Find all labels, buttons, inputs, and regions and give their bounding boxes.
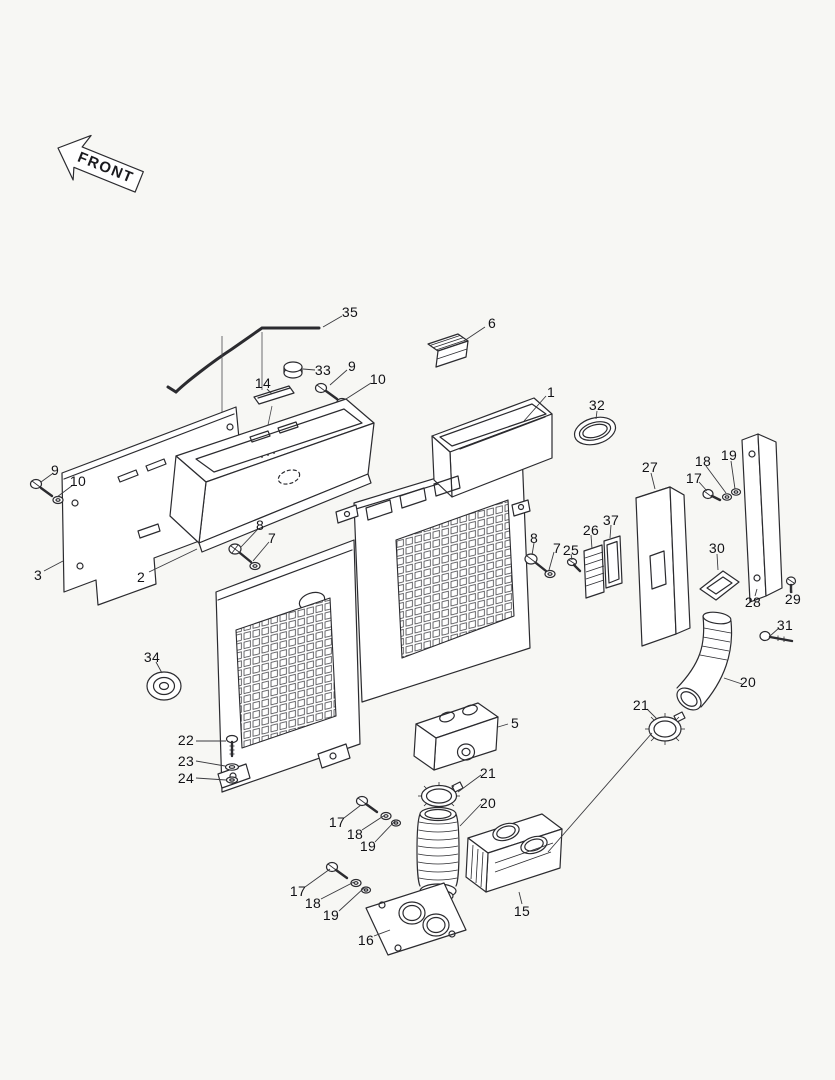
part-callout-17: 17 (328, 814, 346, 830)
fasteners-22-23-24 (224, 734, 240, 784)
part-callout-3: 3 (33, 567, 43, 583)
part-callout-21: 21 (479, 765, 497, 781)
part-21-clamp-center (418, 781, 464, 810)
part-callout-32: 32 (588, 397, 606, 413)
part-callout-6: 6 (487, 315, 497, 331)
part-callout-28: 28 (744, 594, 762, 610)
part-callout-19: 19 (322, 907, 340, 923)
part-callout-10: 10 (69, 473, 87, 489)
part-callout-5: 5 (510, 715, 520, 731)
part-callout-10: 10 (369, 371, 387, 387)
bolt-8-left (228, 543, 253, 564)
bolt-9-top (314, 382, 339, 401)
part-callout-1: 1 (546, 384, 556, 400)
part-1-duct-box (431, 397, 553, 498)
bolt-8-center (524, 553, 548, 573)
part-6-grille (427, 333, 469, 368)
part-15-duct (465, 813, 563, 893)
part-callout-17: 17 (289, 883, 307, 899)
part-callout-30: 30 (708, 540, 726, 556)
front-arrow: FRONT (57, 134, 144, 193)
part-callout-7: 7 (267, 530, 277, 546)
leader-lines (40, 315, 793, 937)
part-34-grommet (146, 671, 182, 701)
part-callout-14: 14 (254, 375, 272, 391)
part-callout-15: 15 (513, 903, 531, 919)
part-callout-19: 19 (359, 838, 377, 854)
part-callout-33: 33 (314, 362, 332, 378)
part-callout-9: 9 (347, 358, 357, 374)
part-callout-2: 2 (136, 569, 146, 585)
washer-7-center (544, 569, 556, 579)
part-callout-8: 8 (529, 530, 539, 546)
part-35-rod (166, 326, 321, 394)
part-5-bracket (413, 702, 499, 771)
part-16-plate (365, 882, 467, 956)
part-callout-35: 35 (341, 304, 359, 320)
part-callout-22: 22 (177, 732, 195, 748)
washer-10-left (52, 495, 64, 505)
part-callout-7: 7 (552, 540, 562, 556)
part-callout-18: 18 (694, 453, 712, 469)
part-callout-18: 18 (346, 826, 364, 842)
part-callout-20: 20 (479, 795, 497, 811)
part-callout-24: 24 (177, 770, 195, 786)
part-33-cap (283, 361, 303, 379)
part-callout-23: 23 (177, 753, 195, 769)
part-callout-20: 20 (739, 674, 757, 690)
part-27-cover (635, 486, 691, 647)
part-callout-27: 27 (641, 459, 659, 475)
part-callout-18: 18 (304, 895, 322, 911)
part-37-seal (603, 535, 623, 589)
main-frame (215, 451, 531, 793)
part-26-grille (583, 544, 605, 599)
bolt-31 (759, 630, 794, 643)
part-callout-26: 26 (582, 522, 600, 538)
part-21-clamp-right (645, 711, 686, 745)
part-14-strip (253, 385, 295, 405)
washer-7-left (249, 561, 261, 571)
frame-vent-holes (365, 475, 531, 521)
part-20-elbow-hose (676, 611, 733, 711)
part-callout-19: 19 (720, 447, 738, 463)
part-callout-31: 31 (776, 617, 794, 633)
bolt-29 (785, 576, 797, 594)
part-32-grommet (573, 416, 617, 446)
part-2-tray (169, 398, 375, 553)
part-callout-21: 21 (632, 697, 650, 713)
front-label: FRONT (75, 149, 136, 187)
part-callout-8: 8 (255, 517, 265, 533)
fasteners-17-18-19-right (702, 488, 742, 502)
part-callout-29: 29 (784, 591, 802, 607)
part-30-seal (699, 570, 740, 601)
part-28-bracket (741, 433, 783, 603)
part-callout-34: 34 (143, 649, 161, 665)
fasteners-17-18-19-a (355, 795, 402, 827)
part-callout-25: 25 (562, 542, 580, 558)
part-callout-16: 16 (357, 932, 375, 948)
part-callout-17: 17 (685, 470, 703, 486)
part-callout-9: 9 (50, 462, 60, 478)
part-callout-37: 37 (602, 512, 620, 528)
screw-25 (566, 557, 582, 573)
bolt-9-left (29, 478, 54, 498)
